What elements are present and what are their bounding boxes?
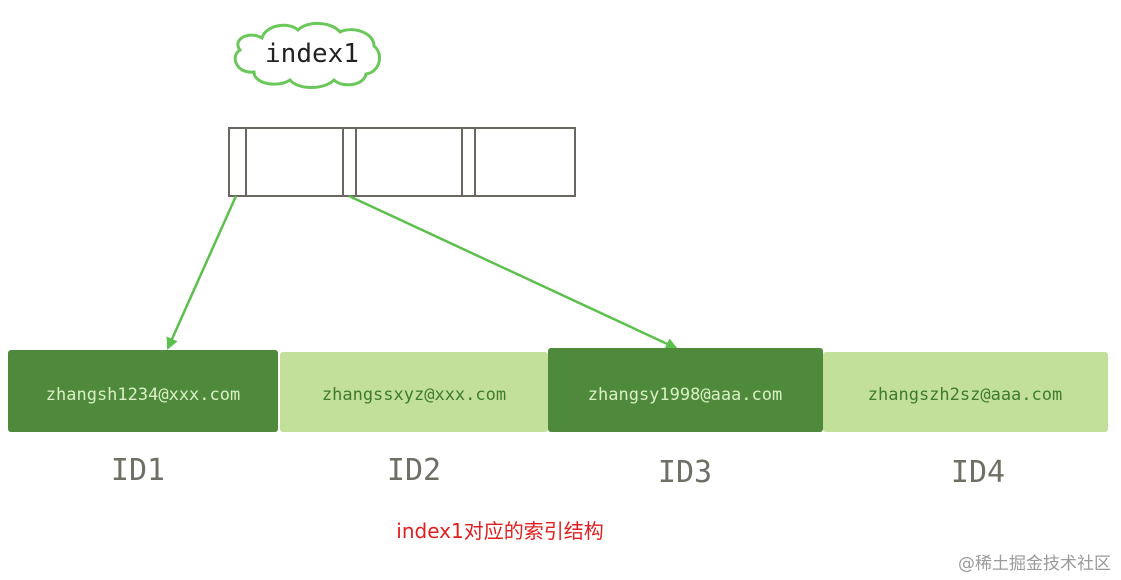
record-id-label: ID1	[111, 453, 165, 488]
record-block-dark	[548, 348, 823, 432]
index-name-label: index1	[265, 39, 359, 69]
record-value: zhangsh1234@xxx.com	[46, 385, 240, 405]
record-block-light	[823, 352, 1108, 432]
record-id-labels: ID1 ID2 ID3 ID4	[111, 453, 1005, 490]
pointer-arrow	[348, 194, 678, 350]
record-id-label: ID3	[658, 455, 712, 490]
record-id-label: ID2	[387, 453, 441, 488]
pointer-arrow	[166, 195, 238, 350]
record-block-dark	[8, 350, 278, 432]
record-id-label: ID4	[951, 455, 1005, 490]
index-node-outline	[228, 127, 576, 197]
index-cloud: index1	[233, 22, 382, 89]
record-value: zhangsy1998@aaa.com	[588, 385, 782, 405]
watermark-text: @稀土掘金技术社区	[958, 554, 1111, 574]
record-block-light	[280, 352, 548, 432]
index-node	[228, 127, 576, 197]
cloud-outline-shape	[233, 22, 382, 89]
record-value: zhangszh2sz@aaa.com	[868, 385, 1062, 405]
record-value: zhangssxyz@xxx.com	[322, 385, 506, 405]
pointer-arrows	[166, 194, 678, 350]
record-row: zhangsh1234@xxx.com zhangssxyz@xxx.com z…	[8, 348, 1108, 432]
diagram-caption: index1对应的索引结构	[396, 519, 604, 543]
